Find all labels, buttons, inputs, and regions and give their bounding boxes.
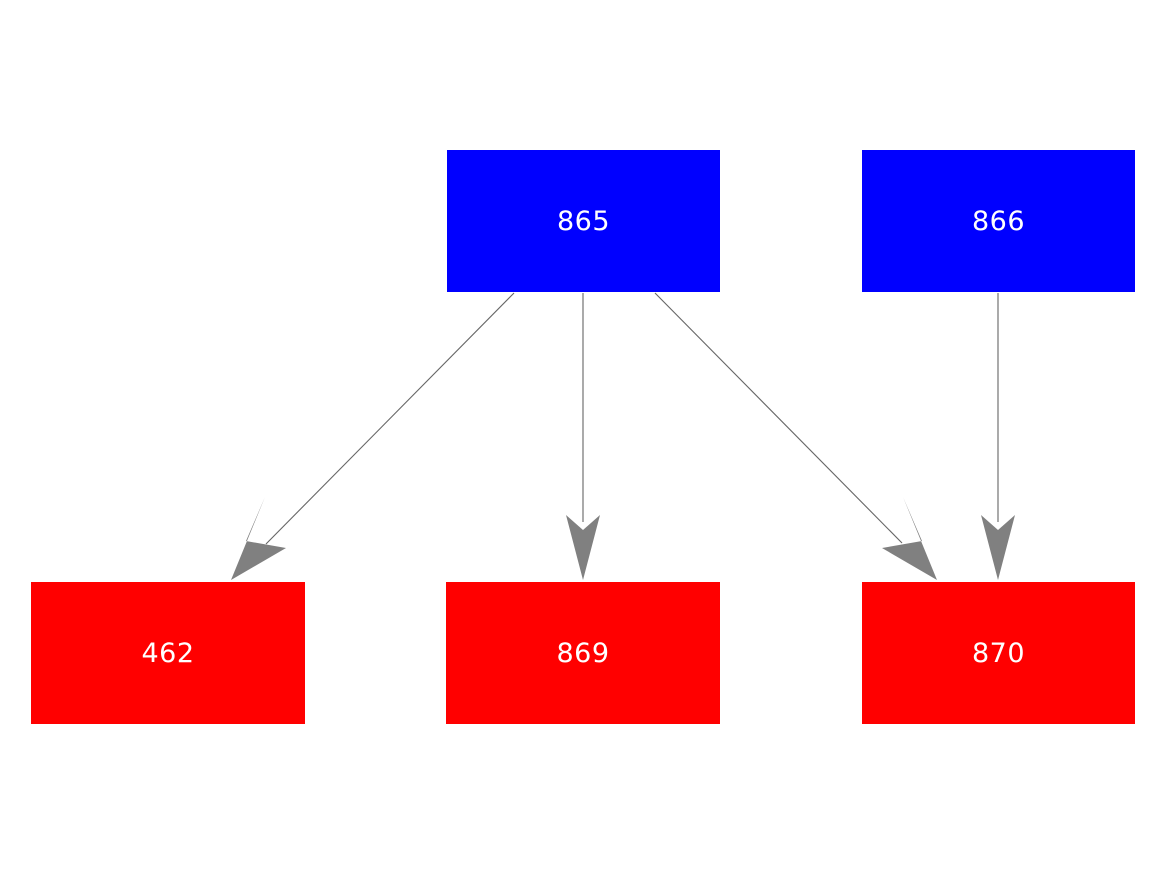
node-869-label: 869 — [556, 637, 610, 669]
edge-line — [265, 292, 515, 545]
node-865-label: 865 — [556, 205, 611, 237]
node-870-label: 870 — [971, 637, 1026, 669]
node-866-label: 866 — [971, 205, 1026, 237]
node-866[interactable]: 866 — [862, 150, 1135, 292]
node-462-label: 462 — [141, 637, 195, 669]
node-865[interactable]: 865 — [447, 150, 720, 292]
edge-865-to-870 — [654, 292, 937, 580]
edge-line — [654, 292, 903, 544]
edge-866-to-870 — [981, 293, 1015, 580]
edge-865-to-462 — [231, 292, 515, 580]
node-462[interactable]: 462 — [31, 582, 305, 724]
arrowhead — [981, 515, 1015, 580]
arrowhead — [231, 497, 286, 580]
node-869[interactable]: 869 — [446, 582, 720, 724]
arrowhead — [566, 515, 600, 580]
arrowhead — [882, 497, 937, 580]
node-870[interactable]: 870 — [862, 582, 1135, 724]
edge-865-to-869 — [566, 293, 600, 580]
